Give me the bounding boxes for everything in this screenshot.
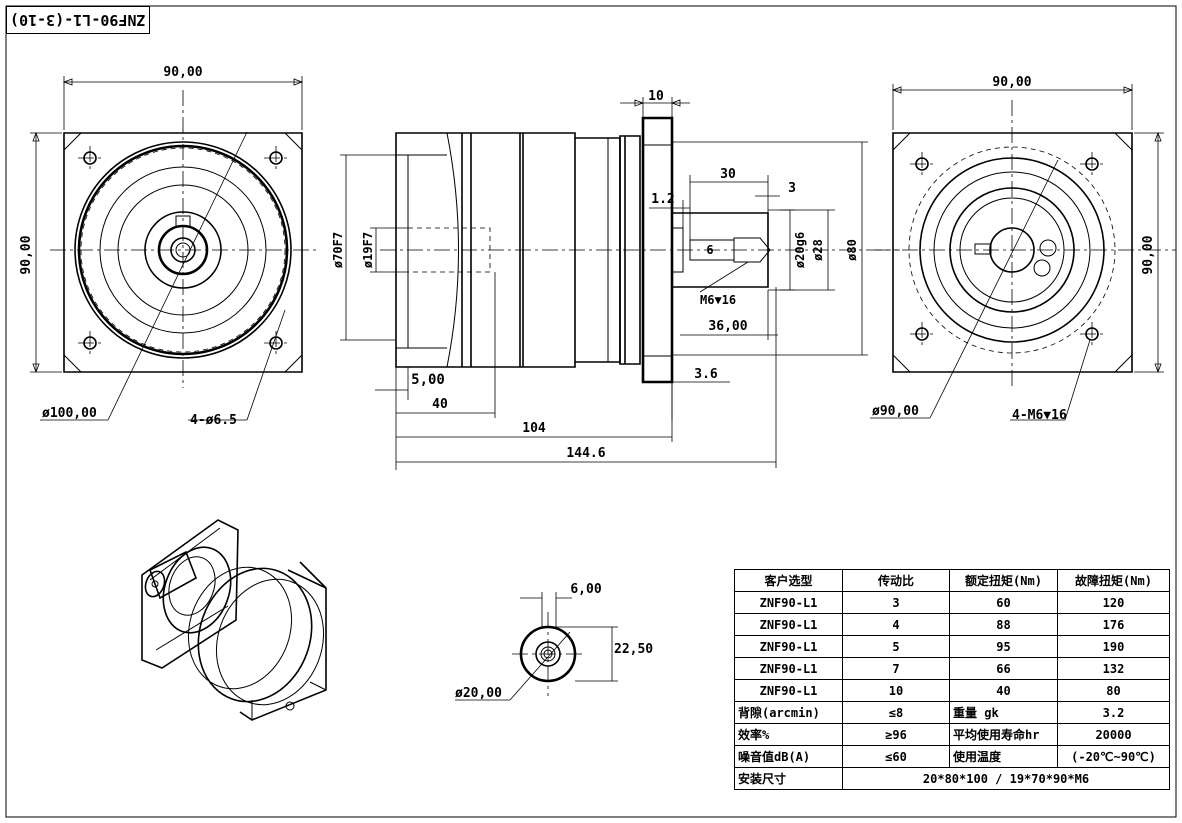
table-cell: 132 <box>1057 657 1170 680</box>
shaft-dia-dim: ø20g6 <box>793 232 807 268</box>
table-row: 效率% ≥96 平均使用寿命hr 20000 <box>734 723 1170 746</box>
front-view <box>30 76 318 421</box>
rear-width-dim: 90,00 <box>992 75 1031 90</box>
table-row: ZNF90-L1 7 66 132 <box>734 657 1170 680</box>
total-length-dim: 144.6 <box>566 446 605 461</box>
weight-value: 3.2 <box>1057 701 1170 724</box>
input-depth-b-dim: 40 <box>432 397 448 412</box>
key-width-dim: 6 <box>706 243 713 257</box>
shaft-length-dim: 36,00 <box>708 319 747 334</box>
table-cell: 5 <box>842 635 950 658</box>
key-offset-dim: 3 <box>788 181 796 196</box>
front-pcd-dim: ø100,00 <box>42 406 97 421</box>
front-holes-dim: 4-ø6.5 <box>190 413 237 428</box>
body-length-dim: 104 <box>522 421 546 436</box>
table-cell: 60 <box>949 591 1058 614</box>
table-cell: 4 <box>842 613 950 636</box>
table-cell: 3 <box>842 591 950 614</box>
front-width-dim: 90,00 <box>163 65 202 80</box>
table-row: 背隙(arcmin) ≤8 重量 gk 3.2 <box>734 701 1170 724</box>
table-cell: 88 <box>949 613 1058 636</box>
table-cell: 80 <box>1057 679 1170 702</box>
table-cell: 120 <box>1057 591 1170 614</box>
sheet-border <box>5 5 1177 818</box>
input-pilot-dim: ø70F7 <box>331 232 345 268</box>
front-height-dim: 90,00 <box>19 235 34 274</box>
table-cell: 176 <box>1057 613 1170 636</box>
table-cell: 66 <box>949 657 1058 680</box>
shaft-section <box>455 592 618 701</box>
temp-label: 使用温度 <box>949 745 1058 768</box>
weight-label: 重量 gk <box>949 701 1058 724</box>
table-cell: ZNF90-L1 <box>734 679 843 702</box>
input-depth-a-dim: 5,00 <box>411 372 445 388</box>
title-block: ZNF90-L1-(3-10) <box>6 6 150 34</box>
section-shaft-dia-dim: ø20,00 <box>455 686 502 701</box>
table-cell: 40 <box>949 679 1058 702</box>
efficiency-value: ≥96 <box>842 723 950 746</box>
side-view <box>340 97 900 470</box>
thread-dim: M6▼16 <box>700 293 736 307</box>
mount-label: 安装尺寸 <box>734 767 843 790</box>
table-cell: ZNF90-L1 <box>734 657 843 680</box>
table-row: 安装尺寸 20*80*100 / 19*70*90*M6 <box>734 767 1170 790</box>
flange-thickness-dim: 10 <box>648 89 664 104</box>
boss-dia-dim: ø28 <box>811 239 825 261</box>
header-cell: 额定扭矩(Nm) <box>949 569 1058 592</box>
table-cell: 190 <box>1057 635 1170 658</box>
backlash-value: ≤8 <box>842 701 950 724</box>
table-row: ZNF90-L1 3 60 120 <box>734 591 1170 614</box>
table-row: ZNF90-L1 4 88 176 <box>734 613 1170 636</box>
temp-value: (-20℃~90℃) <box>1057 745 1170 768</box>
table-cell: 10 <box>842 679 950 702</box>
header-cell: 传动比 <box>842 569 950 592</box>
table-header-row: 客户选型 传动比 额定扭矩(Nm) 故障扭矩(Nm) <box>734 569 1170 592</box>
key-length-dim: 30 <box>720 167 736 182</box>
table-row: ZNF90-L1 10 40 80 <box>734 679 1170 702</box>
header-cell: 故障扭矩(Nm) <box>1057 569 1170 592</box>
model-code: ZNF90-L1-(3-10) <box>10 11 146 29</box>
table-row: ZNF90-L1 5 95 190 <box>734 635 1170 658</box>
shoulder-dim: 1.2 <box>651 192 674 207</box>
table-row: 噪音值dB(A) ≤60 使用温度 (-20℃~90℃) <box>734 745 1170 768</box>
table-cell: ZNF90-L1 <box>734 613 843 636</box>
efficiency-label: 效率% <box>734 723 843 746</box>
isometric-view <box>141 519 327 721</box>
life-value: 20000 <box>1057 723 1170 746</box>
header-cell: 客户选型 <box>734 569 843 592</box>
backlash-label: 背隙(arcmin) <box>734 701 843 724</box>
rear-height-dim: 90,00 <box>1141 235 1156 274</box>
table-cell: 7 <box>842 657 950 680</box>
noise-value: ≤60 <box>842 745 950 768</box>
life-label: 平均使用寿命hr <box>949 723 1058 746</box>
spec-table: 客户选型 传动比 额定扭矩(Nm) 故障扭矩(Nm) ZNF90-L1 3 60… <box>734 569 1170 790</box>
section-key-width-dim: 6,00 <box>570 582 601 597</box>
noise-label: 噪音值dB(A) <box>734 745 843 768</box>
table-cell: ZNF90-L1 <box>734 635 843 658</box>
input-bore-dim: ø19F7 <box>361 232 375 268</box>
spigot-dia-dim: ø80 <box>845 239 859 261</box>
section-key-height-dim: 22,50 <box>614 642 653 657</box>
table-cell: 95 <box>949 635 1058 658</box>
rear-view <box>870 84 1176 421</box>
rear-pcd-dim: ø90,00 <box>872 404 919 419</box>
rear-holes-dim: 4-M6▼16 <box>1012 408 1067 423</box>
mount-value: 20*80*100 / 19*70*90*M6 <box>842 767 1170 790</box>
table-cell: ZNF90-L1 <box>734 591 843 614</box>
spigot-depth-dim: 3.6 <box>694 367 718 382</box>
